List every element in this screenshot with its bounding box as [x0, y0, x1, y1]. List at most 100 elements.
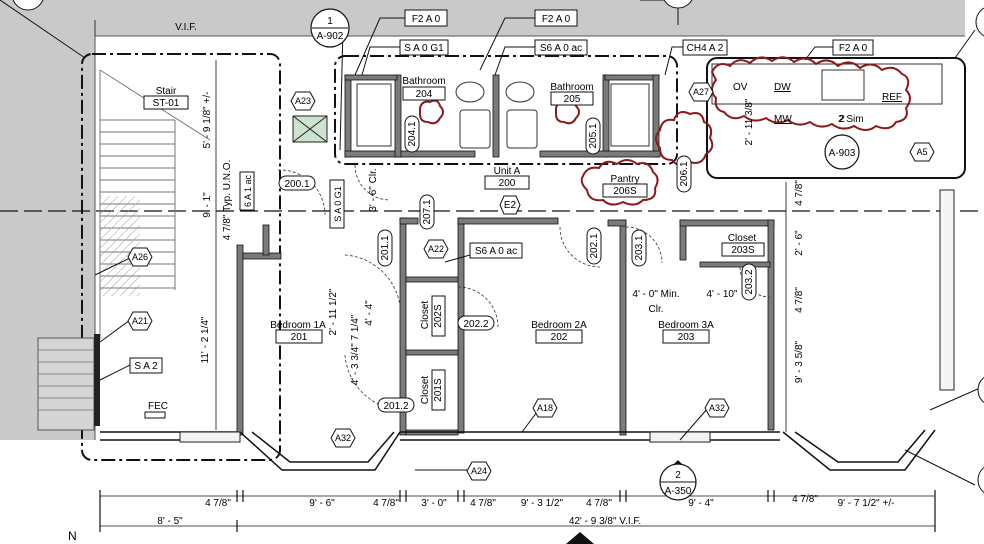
svg-text:4 7/8": 4 7/8" [470, 498, 496, 509]
door-tag-text: 200.1 [284, 179, 309, 190]
keynote-hex [330, 428, 356, 448]
dim-clr-6: 3' - 6" Clr. [368, 168, 379, 211]
grid-bubble [663, 0, 693, 9]
svg-text:N: N [68, 529, 77, 543]
room-labels: Bathroom 204 Bathroom 205 Unit A 200 Pan… [143, 76, 765, 344]
room-num-bath204: 204 [416, 89, 433, 100]
svg-text:A-902: A-902 [317, 31, 344, 42]
callout-section-2: 2 A-350 [659, 460, 697, 501]
svg-text:E2: E2 [504, 200, 517, 211]
equip-sim: 2 Sim [838, 114, 864, 125]
room-name-bed1: Bedroom 1A [270, 320, 326, 331]
room-num-box [484, 175, 530, 190]
room-name-closet203: Closet [728, 233, 757, 244]
wall-tag-text: F2 A 0 [542, 14, 571, 25]
room-name-unit: Unit A [494, 166, 521, 177]
dimension-ticks [99, 490, 936, 532]
equip-ref: REF [882, 92, 902, 103]
room-name-bed3: Bedroom 3A [658, 320, 714, 331]
wall-tag-box [534, 9, 578, 27]
left-door-jamb [94, 334, 100, 426]
keynote-text: A27 [693, 87, 709, 97]
kitchen-counter [711, 63, 943, 105]
keynote-hex [466, 461, 492, 481]
north-arrow: N [68, 529, 594, 544]
dimension-lines [94, 20, 935, 527]
wall-tag-box [404, 9, 448, 27]
shaft-x [292, 115, 328, 143]
svg-text:4 7/8": 4 7/8" [205, 498, 231, 509]
grid-bubble [12, 0, 44, 11]
wall-tag-text: 6 A 1 ac [243, 174, 253, 207]
room-num-box [143, 95, 189, 110]
room-num-bath205: 205 [564, 94, 581, 105]
wall-tag-text: S6 A 0 ac [540, 43, 582, 54]
svg-text:9' - 6": 9' - 6" [309, 498, 335, 509]
svg-text:4 7/8": 4 7/8" [586, 498, 612, 509]
door-tag-text: 206.1 [679, 161, 690, 186]
window-east [939, 189, 955, 391]
room-name-pantry: Pantry [611, 174, 640, 185]
leader-lines [0, 0, 981, 486]
room-num-bed2: 202 [551, 332, 568, 343]
closet-labels-vertical: Closet 202S Closet 201S [420, 295, 446, 411]
svg-text:4 7/8": 4 7/8" [373, 498, 399, 509]
svg-text:9' - 3 1/2": 9' - 3 1/2" [521, 498, 564, 509]
room-num-bed1: 201 [291, 332, 308, 343]
wall-tag-box [129, 357, 163, 374]
dim-overall-left: 8' - 5" [157, 516, 183, 527]
grid-bubble [977, 376, 984, 404]
door-tag-text: 202.2 [463, 319, 488, 330]
keynote-text: A26 [132, 252, 148, 262]
stair-hatch [100, 196, 140, 296]
equipment-labels: OV DW MW REF 2 Sim FEC [144, 82, 902, 419]
kitchen-boundary [706, 57, 966, 179]
room-num-closet201: 201S [433, 378, 444, 402]
svg-text:1: 1 [327, 16, 333, 27]
door-tag-text: 202.1 [589, 233, 600, 258]
dimension-texts: V.I.F. 5' - 9 1/8" +/- 9' - 1" 4 7/8" Ty… [175, 22, 805, 385]
window-bed2 [179, 431, 241, 443]
equip-dw: DW [774, 82, 791, 93]
door-tag-text: 201.1 [380, 235, 391, 260]
keynote-hex [127, 311, 153, 331]
door-tag-text: 201.2 [383, 401, 408, 412]
door-tag [585, 117, 601, 155]
wall-tag-text: S A 0 G1 [404, 43, 444, 54]
svg-text:A-903: A-903 [829, 148, 856, 159]
room-name-bath205: Bathroom [550, 82, 593, 93]
dim-left-vert-2: 4 7/8" Typ. U.N.O. [222, 160, 233, 241]
room-name-bed2: Bedroom 2A [531, 320, 587, 331]
door-tag [586, 227, 602, 265]
callout-e2: E2 [499, 195, 521, 215]
dim-vif-top: V.I.F. [175, 22, 197, 33]
keynotes: A23 A27 A5 A22 A26 A21 A32 A18 A32 A24 [127, 82, 935, 481]
room-num-bed3: 203 [678, 332, 695, 343]
keynote-hex [532, 398, 558, 418]
svg-text:3' - 0": 3' - 0" [421, 498, 447, 509]
door-tag [404, 115, 420, 153]
room-name-closet202: Closet [420, 301, 431, 330]
door-tag [741, 263, 757, 301]
door-tag [419, 194, 435, 230]
stoop-lines [38, 349, 94, 411]
door-tag [457, 315, 495, 331]
callout-detail-1: 1 A-902 [310, 8, 350, 48]
keynote-hex [909, 142, 935, 162]
dim-b1-a: 2' - 11 1/2" [328, 288, 339, 335]
wall-tag-text: F2 A 0 [412, 14, 441, 25]
svg-text:4 7/8": 4 7/8" [792, 494, 818, 505]
room-num-box [602, 183, 648, 198]
dim-b1-c: 4' - 3 3/4" 7 1/4" [350, 314, 361, 385]
grid-bubble [977, 466, 984, 494]
room-num-box [431, 295, 446, 337]
keynote-hex [290, 91, 316, 111]
wall-tag-box [534, 39, 588, 56]
wall-tag-text: CH4 A 2 [687, 43, 724, 54]
door-tags: 200.1 204.1 205.1 206.1 207.1 201.1 202.… [278, 115, 757, 413]
room-num-stair: ST-01 [153, 98, 180, 109]
wall-tag-box [399, 39, 449, 56]
wall-tag-text: F2 A 0 [839, 43, 868, 54]
callout-detail-2: 2 A-903 [824, 114, 860, 170]
